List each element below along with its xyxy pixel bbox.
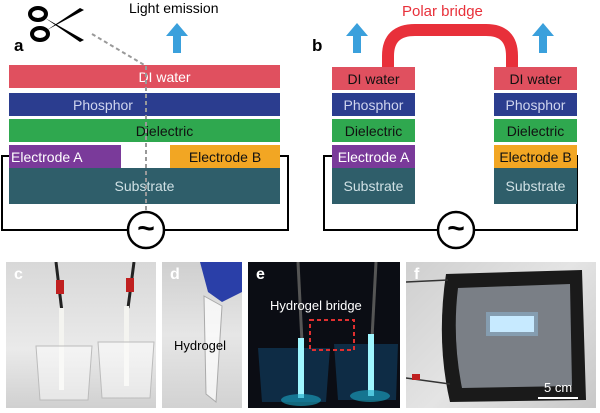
ac-source-b: ~	[447, 212, 465, 245]
left-di-water-label: DI water	[347, 70, 400, 87]
right-phosphor-label: Phosphor	[505, 96, 566, 113]
phosphor-layer: Phosphor	[9, 93, 280, 116]
photo-c: c	[6, 262, 156, 408]
left-electrode-a: Electrode A	[332, 145, 415, 168]
hydrogel-label: Hydrogel	[174, 338, 227, 353]
dielectric-layer: Dielectric	[9, 119, 280, 142]
left-phosphor: Phosphor	[332, 93, 415, 116]
right-substrate: Substrate	[494, 168, 577, 204]
right-substrate-label: Substrate	[505, 178, 566, 194]
electrode-b: Electrode B	[170, 145, 280, 168]
left-phosphor-label: Phosphor	[343, 96, 404, 113]
scissors-icon	[28, 6, 84, 42]
photo-d-letter: d	[170, 266, 180, 283]
electrode-a-label: Electrode A	[11, 148, 83, 165]
arrow-up-icon	[166, 23, 188, 53]
di-water-layer: DI water	[9, 65, 280, 88]
substrate-layer: Substrate	[9, 168, 280, 204]
panel-b-graphics	[323, 23, 578, 250]
di-water-label: DI water	[138, 68, 191, 85]
ac-source-a: ~	[137, 212, 155, 245]
left-dielectric-label: Dielectric	[344, 122, 403, 139]
left-dielectric: Dielectric	[332, 119, 415, 142]
electrode-a: Electrode A	[9, 145, 121, 168]
left-substrate-label: Substrate	[343, 178, 404, 194]
polar-bridge-label: Polar bridge	[402, 3, 483, 20]
right-electrode-b: Electrode B	[494, 145, 577, 168]
right-di-water: DI water	[494, 67, 577, 90]
left-electrode-a-label: Electrode A	[337, 148, 410, 165]
right-phosphor: Phosphor	[494, 93, 577, 116]
photo-f-letter: f	[414, 266, 420, 283]
photo-f: f 5 cm	[406, 262, 596, 408]
flexible-device-illustration	[406, 270, 586, 402]
phosphor-label: Phosphor	[73, 96, 133, 113]
photo-e: e Hydrogel bridge	[248, 262, 400, 408]
glowing-bridge-illustration	[258, 262, 398, 406]
dielectric-label: Dielectric	[135, 122, 194, 139]
right-electrode-b-label: Electrode B	[499, 148, 572, 165]
light-emission-label: Light emission	[129, 0, 219, 16]
right-dielectric: Dielectric	[494, 119, 577, 142]
right-di-water-label: DI water	[509, 70, 562, 87]
panel-b-letter: b	[312, 36, 323, 55]
electrode-b-label: Electrode B	[188, 148, 262, 165]
left-di-water: DI water	[332, 67, 415, 90]
substrate-label: Substrate	[114, 178, 175, 194]
right-dielectric-label: Dielectric	[506, 122, 565, 139]
panel-a-wiring	[1, 33, 289, 250]
photo-d: d Hydrogel	[162, 262, 242, 408]
panel-a-letter: a	[14, 36, 24, 55]
scale-bar-label: 5 cm	[544, 380, 573, 395]
photo-c-letter: c	[14, 266, 23, 283]
hydrogel-bridge-label: Hydrogel bridge	[270, 298, 362, 313]
beakers-illustration	[35, 262, 155, 401]
left-substrate: Substrate	[332, 168, 415, 204]
photo-e-letter: e	[256, 266, 265, 283]
hydrogel-illustration	[200, 262, 242, 403]
